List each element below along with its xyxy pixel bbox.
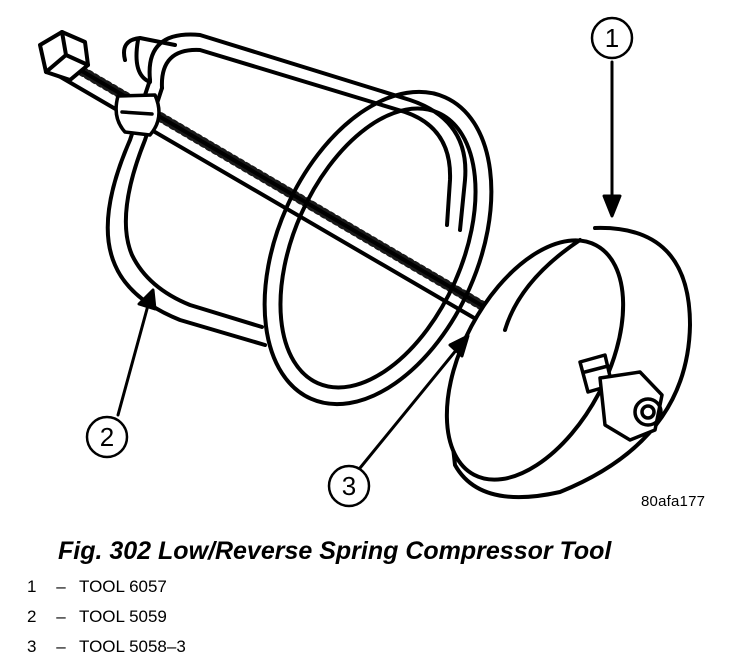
rod-collar: [114, 93, 161, 137]
legend-dash: –: [56, 607, 66, 626]
legend-label: TOOL 6057: [79, 577, 167, 596]
disc: [444, 225, 692, 500]
callout-circle-1: [590, 16, 634, 60]
legend-label: TOOL 5059: [79, 607, 167, 626]
figure-id-label: 80afa177: [641, 493, 706, 510]
legend-list: 1–TOOL 6057 2–TOOL 5059 3–TOOL 5058–3: [27, 572, 186, 662]
callout-arrows: [116, 60, 622, 470]
callout-number-1: 1: [605, 23, 619, 53]
legend-number: 3: [27, 637, 37, 656]
figure-caption: Fig. 302 Low/Reverse Spring Compressor T…: [58, 537, 612, 565]
tool-illustration: 1 2 3: [38, 16, 692, 508]
callout-circles: [85, 16, 634, 508]
callout-circle-3: [327, 464, 371, 508]
legend-number: 2: [27, 607, 37, 626]
callout-circle-2: [85, 415, 129, 459]
disc-fitting: [578, 353, 664, 442]
callout-number-2: 2: [100, 422, 114, 452]
legend-number: 1: [27, 577, 37, 596]
legend-label: TOOL 5058–3: [79, 637, 186, 656]
legend-item: 2–TOOL 5059: [27, 602, 186, 632]
callout-number-3: 3: [342, 471, 356, 501]
callout-arrow-2: [116, 296, 152, 417]
callout-arrow-3: [358, 341, 464, 470]
legend-dash: –: [56, 577, 66, 596]
cage: [105, 32, 468, 347]
legend-item: 1–TOOL 6057: [27, 572, 186, 602]
hex-nut: [38, 30, 90, 82]
legend-dash: –: [56, 637, 66, 656]
legend-item: 3–TOOL 5058–3: [27, 632, 186, 662]
